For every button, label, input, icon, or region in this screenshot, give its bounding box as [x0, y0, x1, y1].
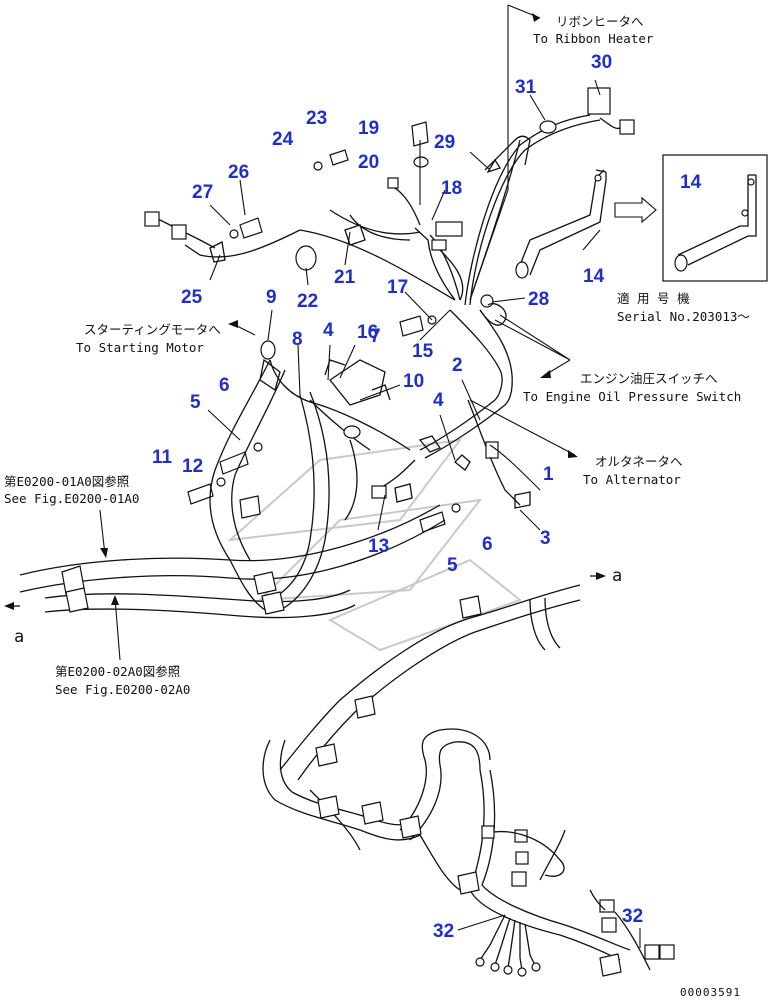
part-label: 3	[540, 528, 551, 549]
part-label: 25	[181, 287, 203, 308]
drawing-code: 00003591	[680, 986, 741, 999]
serial-inset	[614, 154, 768, 282]
part-label: 5	[190, 392, 201, 413]
alternator-note-en: To Alternator	[583, 472, 681, 487]
ribbon-heater-note-jp: リボンヒータへ	[556, 14, 644, 29]
connector-a-left: a	[14, 627, 24, 647]
annotations: リボンヒータへ To Ribbon Heater スターティングモータへ To …	[4, 14, 750, 999]
ribbon-heater-leader	[469, 4, 541, 301]
part-label: 1	[543, 464, 554, 485]
part-label: 29	[434, 132, 455, 153]
part-label: 16	[357, 322, 378, 343]
connector-a-right: a	[612, 566, 622, 586]
part-label: 4	[323, 320, 334, 341]
part-label: 18	[441, 178, 462, 199]
part-label: 28	[528, 289, 549, 310]
part-label: 24	[272, 129, 294, 150]
part-label: 17	[387, 277, 408, 298]
part-label: 31	[515, 77, 537, 98]
serial-note-en: Serial No.203013～	[617, 309, 750, 324]
main-bundle-lower	[262, 572, 675, 977]
part-label: 2	[452, 355, 463, 376]
main-bundle-left	[4, 359, 446, 619]
ref1-note-en: See Fig.E0200-01A0	[4, 491, 139, 506]
leader-lines	[99, 79, 641, 948]
part-label: 22	[297, 291, 318, 312]
part-label: 14	[680, 172, 702, 193]
part-label: 11	[152, 447, 173, 468]
part-label: 12	[182, 456, 203, 477]
part-label: 26	[228, 162, 249, 183]
starting-motor-note-jp: スターティングモータへ	[84, 322, 221, 337]
upper-harness	[144, 87, 635, 306]
middle-harness	[259, 309, 531, 611]
starting-motor-note-en: To Starting Motor	[76, 340, 204, 355]
part-label: 9	[266, 287, 277, 308]
small-hardware	[187, 121, 507, 533]
oil-pressure-note-en: To Engine Oil Pressure Switch	[523, 389, 741, 404]
watermark-logo	[226, 438, 523, 652]
part-label: 6	[482, 534, 493, 555]
part-label: 4	[433, 390, 444, 411]
part-label: 21	[334, 267, 356, 288]
part-label: 10	[403, 371, 424, 392]
part-label: 14	[583, 266, 605, 287]
alternator-note-jp: オルタネータへ	[595, 454, 683, 469]
oil-pressure-note-jp: エンジン油圧スイッチへ	[580, 371, 718, 386]
serial-note-jp: 適 用 号 機	[617, 291, 690, 306]
part-label: 20	[358, 152, 379, 173]
part-label: 27	[192, 182, 213, 203]
part-label: 32	[433, 921, 454, 942]
part-label: 23	[306, 108, 327, 129]
bracket-14	[515, 169, 607, 279]
part-label: 6	[219, 375, 230, 396]
part-label: 15	[412, 341, 434, 362]
part-label: 30	[591, 52, 612, 73]
ref2-note-en: See Fig.E0200-02A0	[55, 682, 190, 697]
ref2-note-jp: 第E0200-02A0図参照	[55, 664, 180, 679]
ribbon-heater-note-en: To Ribbon Heater	[533, 31, 654, 46]
part-label: 7	[370, 326, 381, 347]
ref1-note-jp: 第E0200-01A0図参照	[4, 474, 129, 489]
part-label: 19	[358, 118, 379, 139]
part-label: 13	[368, 536, 389, 557]
part-label: 8	[292, 329, 303, 350]
part-label: 32	[622, 906, 643, 927]
part-label: 5	[447, 555, 458, 576]
part-number-labels: 1 2 3 4 4 5 5 6 6 7 8 9 10 11 12 13 14 1…	[152, 52, 702, 942]
